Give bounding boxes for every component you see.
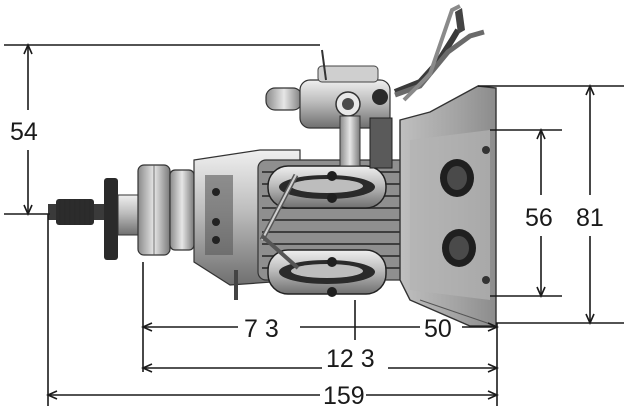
prop-shaft bbox=[48, 199, 110, 225]
carburetor bbox=[265, 49, 393, 169]
push-rods bbox=[259, 173, 300, 270]
dimension-lines: 54 81 56 bbox=[4, 43, 624, 410]
throttle-linkage bbox=[393, 4, 485, 102]
dim-123-label: 12 3 bbox=[326, 345, 375, 373]
dim-54-label: 54 bbox=[10, 118, 38, 146]
dim-81-label: 81 bbox=[576, 204, 604, 232]
dim-123: 12 3 bbox=[141, 345, 499, 373]
dim-54: 54 bbox=[4, 43, 320, 216]
dim-73-label: 7 3 bbox=[244, 315, 279, 343]
dim-81: 81 bbox=[478, 84, 624, 325]
prop-washer bbox=[104, 178, 139, 260]
dim-56: 56 bbox=[490, 128, 562, 298]
upper-valve-cover bbox=[267, 165, 387, 209]
dim-50-label: 50 bbox=[424, 315, 452, 343]
lower-valve-cover bbox=[267, 249, 387, 297]
dim-159-label: 159 bbox=[323, 382, 365, 410]
engine-illustration bbox=[48, 4, 497, 327]
mounting-plate bbox=[399, 85, 497, 327]
dim-73-50: 7 3 50 bbox=[141, 315, 499, 343]
dim-56-label: 56 bbox=[525, 204, 553, 232]
drive-hub bbox=[137, 164, 195, 256]
dim-159: 159 bbox=[46, 382, 499, 410]
